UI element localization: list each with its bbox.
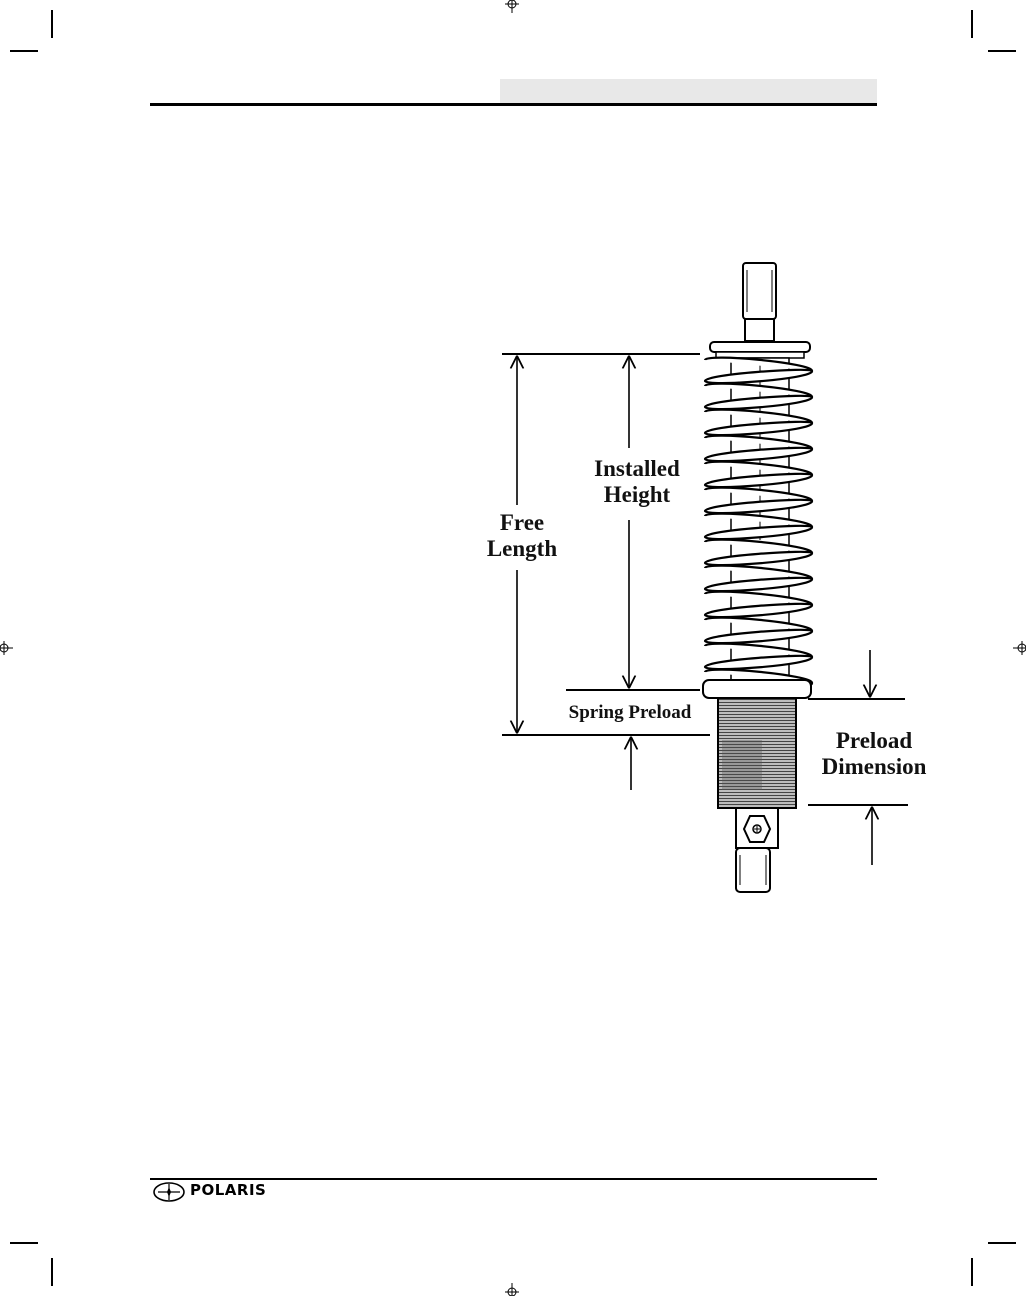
polaris-logo: POLARIS: [152, 1180, 292, 1204]
registration-mark-top: [505, 0, 519, 13]
crop-mark: [10, 1242, 38, 1244]
registration-mark-right: [1013, 641, 1026, 655]
header-rule: [150, 103, 877, 106]
brand-name: POLARIS: [190, 1181, 267, 1199]
bottom-eye-mount: [735, 807, 779, 893]
upper-spring-retainer: [709, 341, 811, 359]
registration-mark-left: [0, 641, 13, 655]
crop-mark: [971, 10, 973, 38]
preload-dimension-arrows: [870, 650, 872, 865]
top-eye-mount: [742, 262, 777, 342]
polaris-star-emblem-icon: [153, 1182, 185, 1202]
coil-spring: [703, 356, 814, 695]
threaded-body: [717, 697, 797, 809]
crop-mark: [10, 50, 38, 52]
crop-mark: [51, 1258, 53, 1286]
preload-dimension-label: Preload Dimension: [821, 728, 927, 779]
crop-mark: [971, 1258, 973, 1286]
registration-mark-bottom: [505, 1283, 519, 1296]
dimension-lines: [502, 353, 908, 806]
header-tab: [500, 79, 877, 103]
installed-height-label: Installed Height: [594, 456, 680, 507]
footer-rule: [150, 1178, 877, 1180]
free-length-label: Free Length: [486, 510, 558, 561]
crop-mark: [988, 1242, 1016, 1244]
preload-adjuster-ring: [702, 679, 812, 699]
crop-mark: [51, 10, 53, 38]
crop-mark: [988, 50, 1016, 52]
spring-preload-label: Spring Preload: [568, 702, 692, 723]
